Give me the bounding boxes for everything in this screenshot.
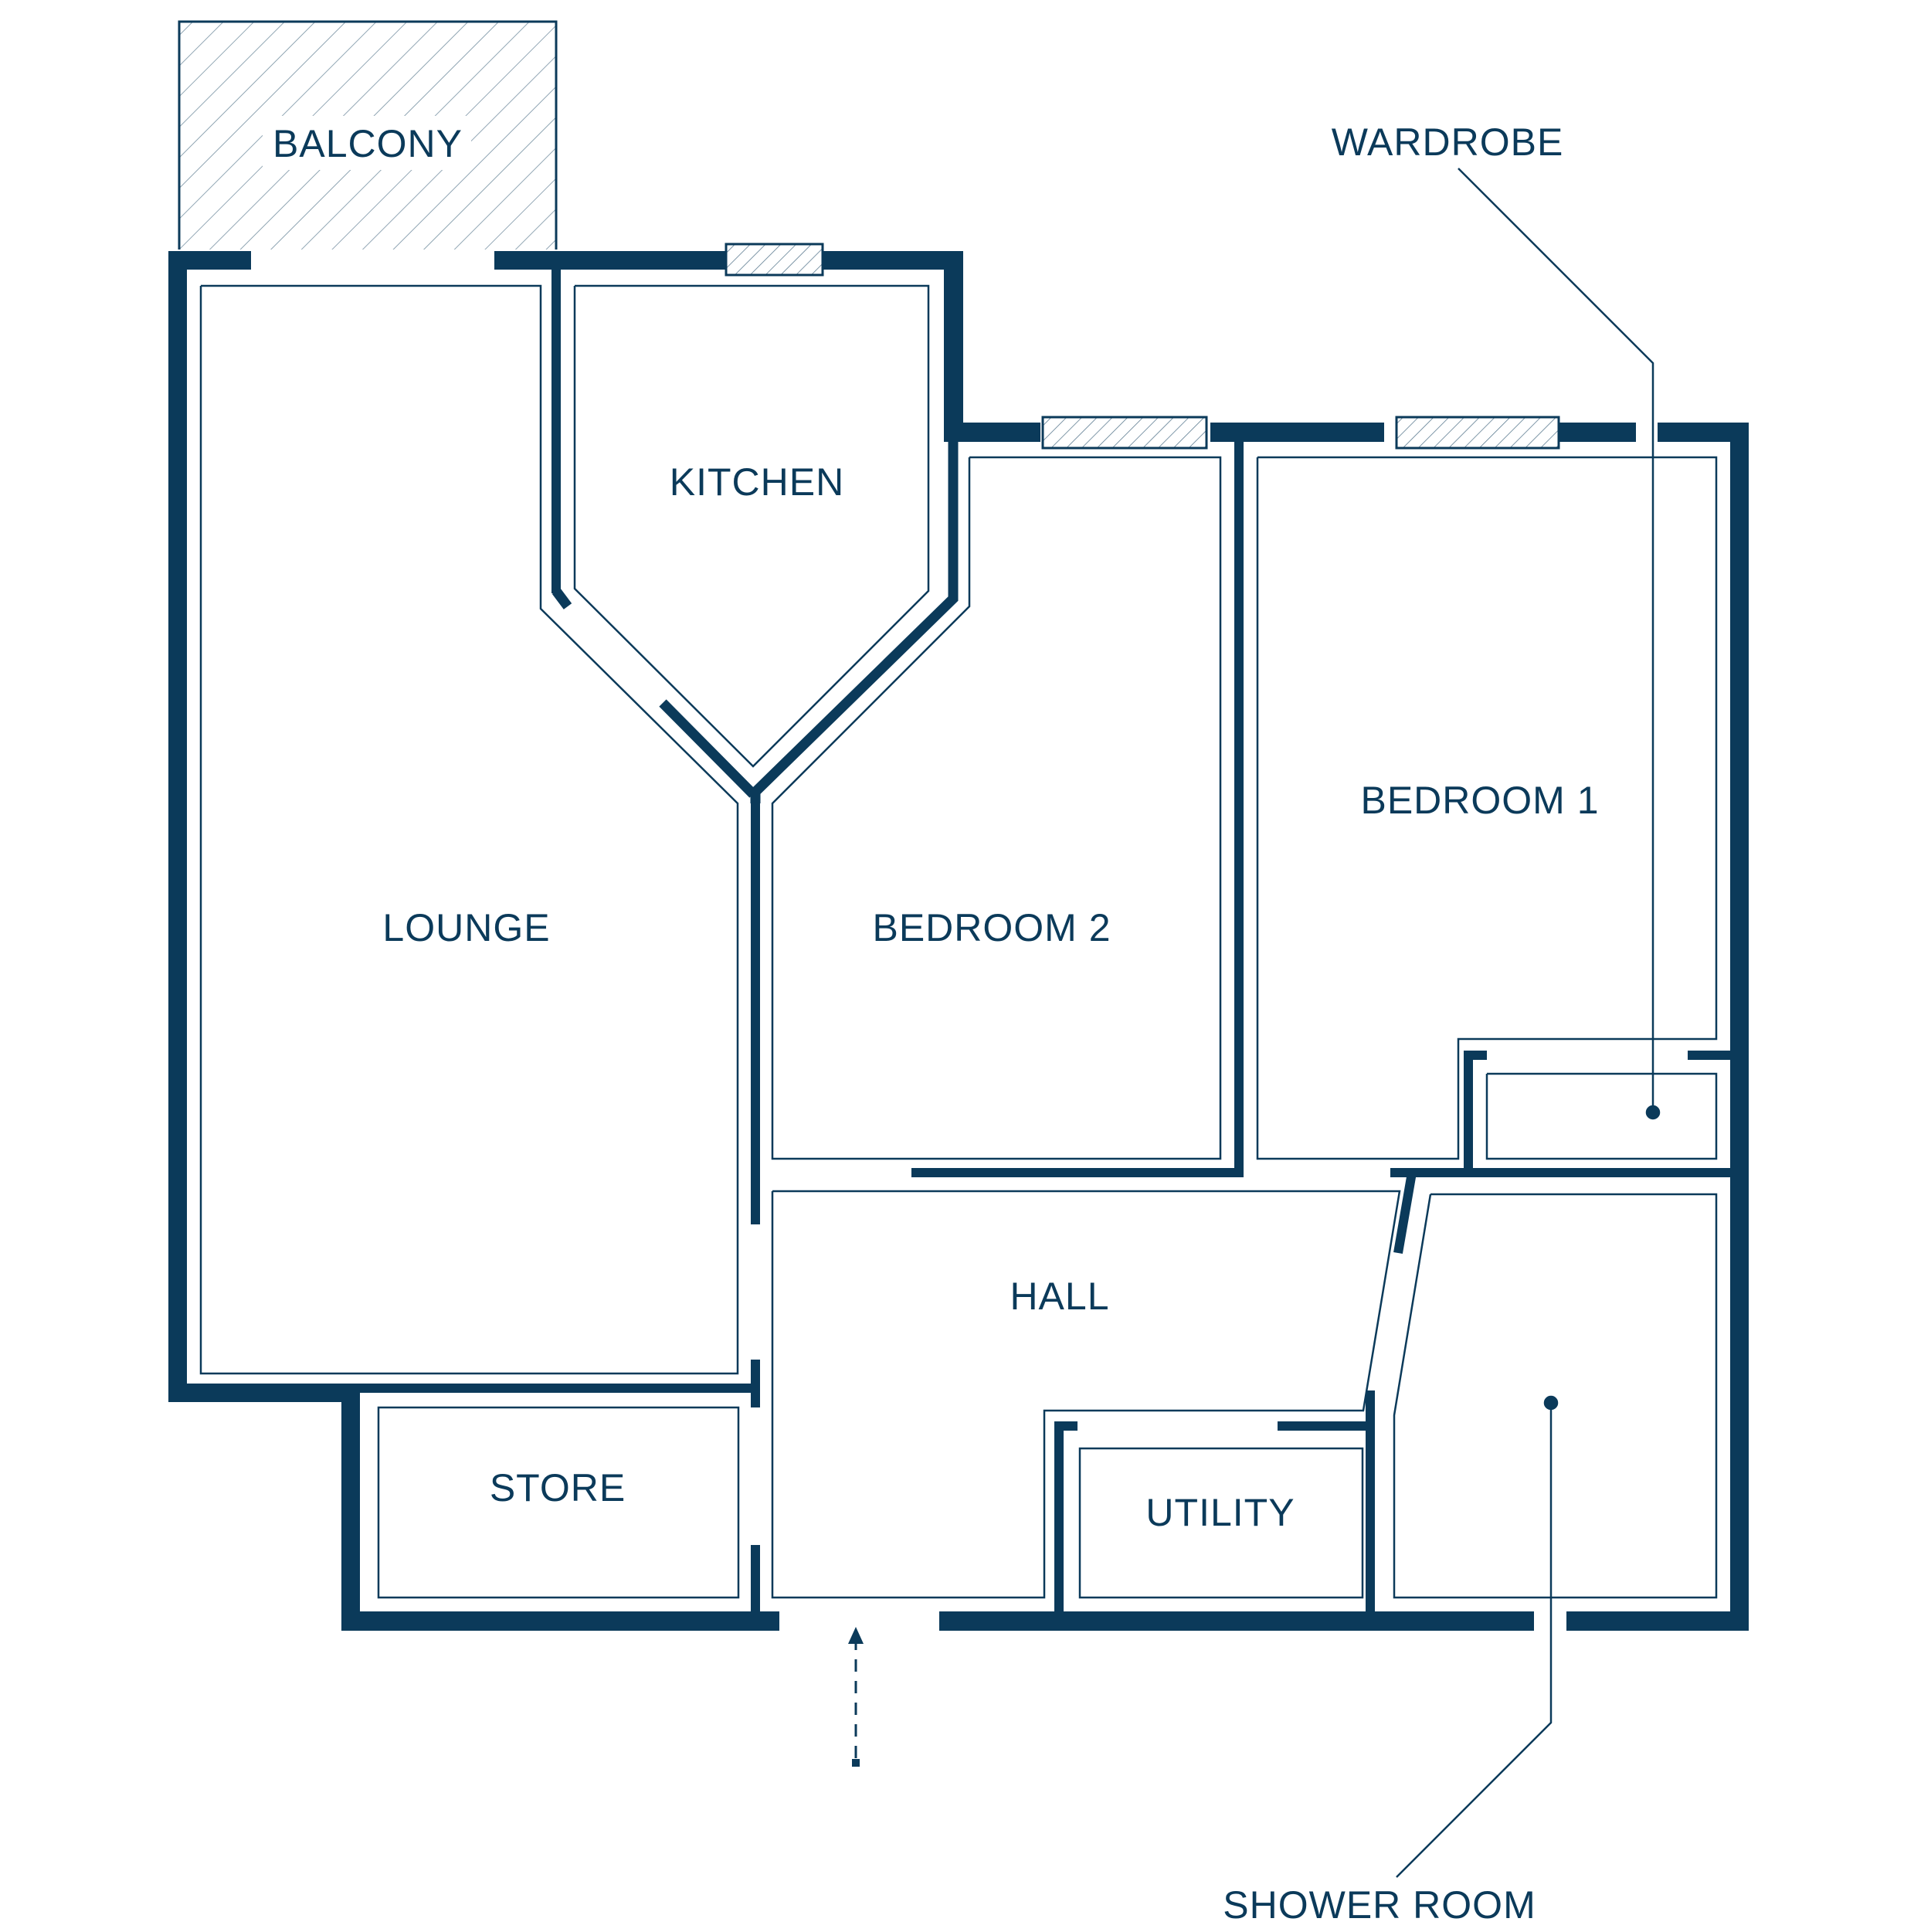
shower-room-callout-label: SHOWER ROOM — [1223, 1883, 1536, 1927]
wardrobe-leader — [1458, 168, 1654, 1112]
kitchen-label: KITCHEN — [670, 460, 844, 504]
wardrobe-dot — [1645, 1105, 1661, 1120]
entrance-arrow-icon — [848, 1627, 864, 1767]
room-outlines — [199, 284, 1718, 1599]
bedroom2-window — [1041, 416, 1208, 450]
balcony — [178, 20, 558, 250]
kitchen-window — [725, 243, 824, 277]
bedroom2-label: BEDROOM 2 — [872, 906, 1111, 949]
callout-lines — [1396, 168, 1661, 1878]
shower-room-dot — [1543, 1395, 1559, 1411]
utility-label: UTILITY — [1145, 1491, 1295, 1534]
hall-label: HALL — [1010, 1275, 1109, 1318]
store-label: STORE — [490, 1466, 626, 1509]
walls — [168, 251, 1749, 1631]
bedroom1-window — [1395, 416, 1560, 450]
wardrobe-callout-label: WARDROBE — [1332, 121, 1564, 164]
shower-room-leader — [1396, 1403, 1553, 1878]
balcony-label: BALCONY — [273, 122, 463, 165]
kitchen-diagonal-walls — [551, 440, 959, 803]
lounge-label: LOUNGE — [382, 906, 550, 949]
windows — [725, 243, 1560, 450]
bedroom1-label: BEDROOM 1 — [1360, 779, 1599, 822]
